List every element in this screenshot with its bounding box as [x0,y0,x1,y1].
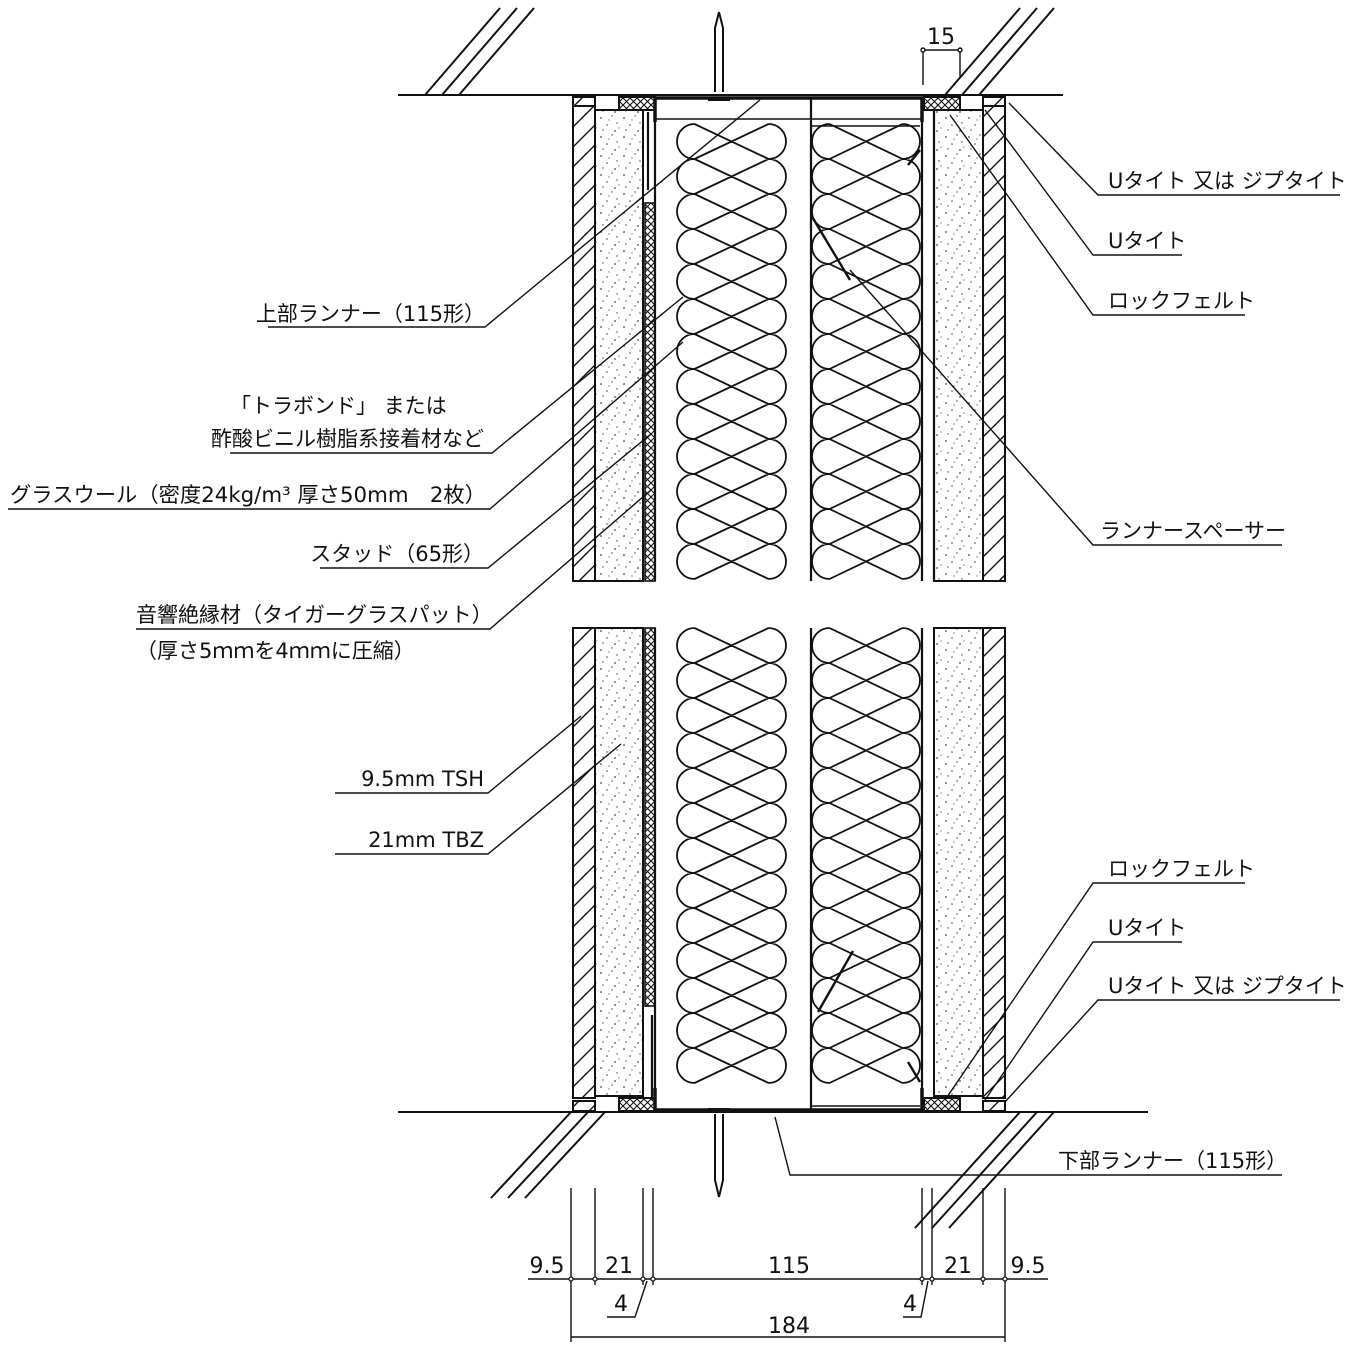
rock-felt-blocks [618,96,961,1112]
dimension-chain [528,1188,1048,1342]
callouts-left: 上部ランナー（115形） 「トラボンド」 または 酢酸ビニル樹脂系接着材など グ… [10,302,493,852]
label-runner-spacer: ランナースペーサー [1100,519,1286,543]
right-tbz-board [933,109,984,1097]
dimension-top-gap [920,47,963,85]
dim-felt-left: 4 [614,1292,628,1317]
dim-top-gap: 15 [927,25,955,50]
dim-cavity: 115 [768,1254,810,1279]
dimension-ticks [568,1276,1008,1282]
dim-tbz-left: 21 [605,1254,633,1279]
glass-wool-coils [676,123,921,1084]
u-tight-blocks [572,96,1006,1112]
label-trabond-line1: 「トラボンド」 または [230,394,447,418]
right-gypsum-board-tsh [982,105,1006,1099]
bottom-runner [653,1088,924,1112]
leader-lines [8,99,1340,1176]
anchor-bolts [708,11,730,1198]
label-tbz: 21mm TBZ [368,828,484,852]
callouts-right: Uタイト 又は ジプタイト Uタイト ロックフェルト ランナースペーサー ロック… [1058,169,1346,1173]
label-rock-felt-bottom: ロックフェルト [1108,857,1255,881]
label-bottom-runner: 下部ランナー（115形） [1058,1149,1287,1173]
label-u-tight-or-zip-top: Uタイト 又は ジプタイト [1108,169,1346,193]
stud-flanges [646,98,936,1110]
left-tbz-board [594,109,644,1097]
label-acoustic-insulation: 音響絶縁材（タイガーグラスパット） [136,603,493,627]
label-glass-wool: グラスウール（密度24kg/m³ 厚さ50mm 2枚） [10,483,486,507]
floor-slab [398,1111,1148,1229]
label-u-tight-or-zip-bottom: Uタイト 又は ジプタイト [1108,974,1346,998]
label-u-tight-top: Uタイト [1108,229,1186,253]
label-top-runner: 上部ランナー（115形） [256,302,485,326]
top-runner [653,96,924,127]
left-gypsum-board-tsh [572,105,596,1099]
label-trabond-line2: 酢酸ビニル樹脂系接着材など [211,427,484,451]
dim-total: 184 [768,1314,810,1339]
label-tsh: 9.5mm TSH [361,767,484,791]
label-acoustic-compressed: （厚さ5ｍｍを4ｍｍに圧縮） [136,639,415,663]
dim-felt-right: 4 [903,1292,917,1317]
label-stud: スタッド（65形） [310,542,484,566]
label-u-tight-bottom: Uタイト [1108,916,1186,940]
ceiling-slab [398,7,1063,96]
dim-board-right: 9.5 [1011,1254,1046,1279]
dim-board-left: 9.5 [530,1254,565,1279]
label-rock-felt-top: ロックフェルト [1108,289,1255,313]
dim-tbz-right: 21 [944,1254,972,1279]
